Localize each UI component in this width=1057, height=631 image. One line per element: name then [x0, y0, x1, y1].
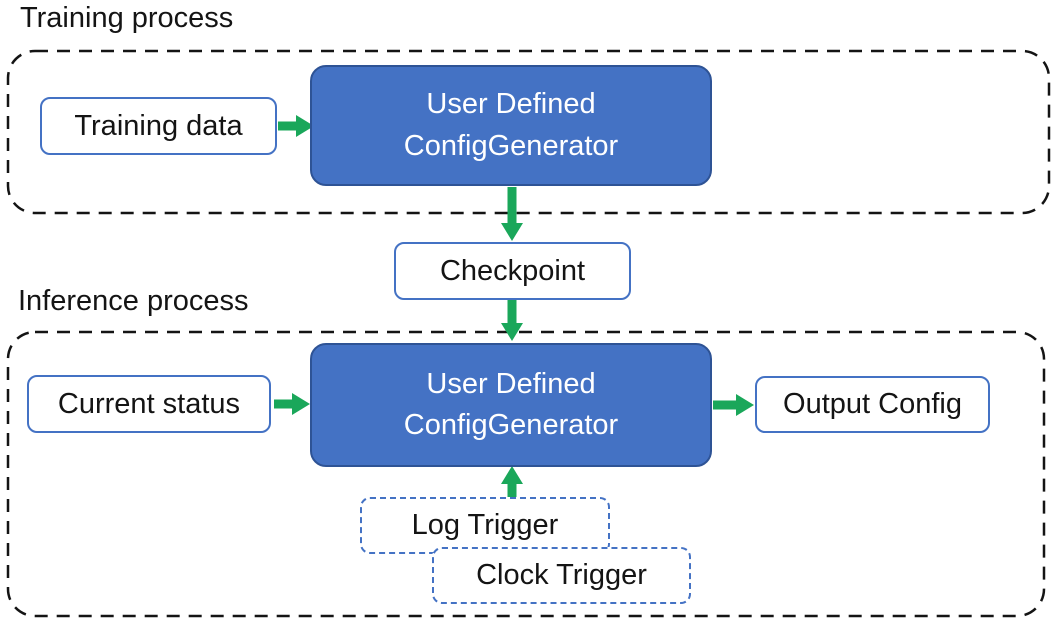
- training-data-label: Training data: [74, 109, 243, 142]
- arrow-triggers-to-generator-icon: [501, 466, 523, 497]
- training-generator-line1: User Defined: [426, 88, 596, 121]
- inference-container-border: [6, 330, 1046, 618]
- arrow-current-status-to-generator-icon: [274, 393, 310, 415]
- current-status-box: Current status: [27, 375, 271, 433]
- clock-trigger-box: Clock Trigger: [432, 547, 691, 604]
- training-container-border: [6, 49, 1051, 215]
- output-config-label: Output Config: [783, 388, 962, 420]
- arrow-generator-to-output-config-icon: [713, 394, 754, 416]
- arrow-training-data-to-generator-icon: [278, 115, 314, 137]
- log-trigger-box: Log Trigger: [360, 497, 610, 554]
- inference-generator-line2: ConfigGenerator: [403, 409, 619, 441]
- checkpoint-label: Checkpoint: [439, 254, 586, 287]
- training-section-label: Training process: [20, 2, 234, 34]
- training-generator-box: User Defined ConfigGenerator: [310, 65, 712, 186]
- checkpoint-box: Checkpoint: [394, 242, 631, 300]
- current-status-label: Current status: [57, 387, 241, 420]
- arrow-checkpoint-to-inference-generator-icon: [501, 300, 523, 341]
- inference-section-label: Inference process: [18, 285, 249, 317]
- training-generator-line2: ConfigGenerator: [403, 129, 619, 162]
- inference-generator-line1: User Defined: [426, 367, 596, 400]
- inference-generator-box: User Defined ConfigGenerator: [310, 343, 712, 467]
- clock-trigger-label: Clock Trigger: [476, 559, 647, 591]
- output-config-box: Output Config: [755, 376, 990, 433]
- training-data-box: Training data: [40, 97, 277, 155]
- arrow-generator-to-checkpoint-icon: [501, 187, 523, 241]
- log-trigger-label: Log Trigger: [411, 509, 559, 541]
